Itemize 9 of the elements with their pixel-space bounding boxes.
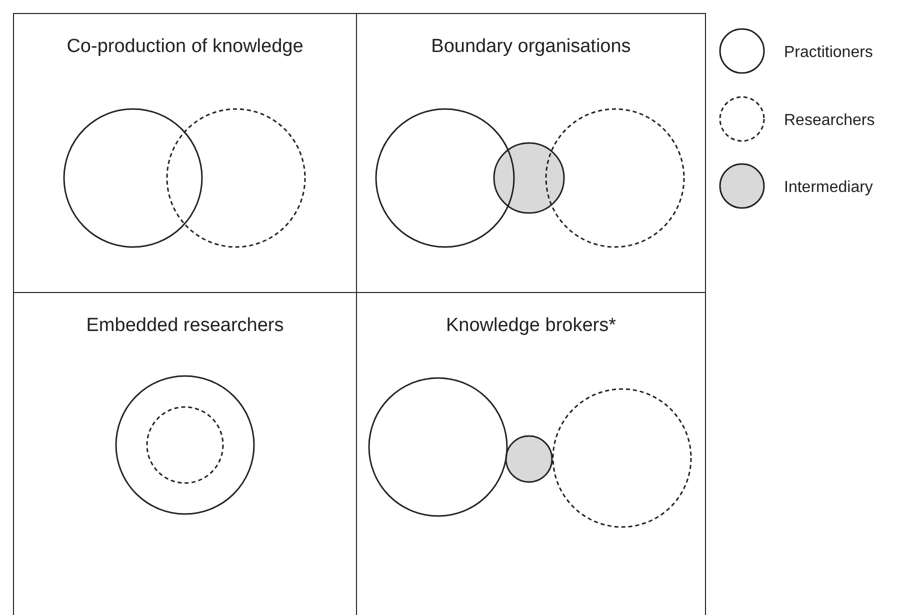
panel: [356, 13, 706, 293]
panel-title: Boundary organisations: [431, 36, 631, 57]
legend-label: Intermediary: [784, 178, 873, 198]
legend-label: Practitioners: [784, 43, 873, 63]
panel-title: Knowledge brokers*: [446, 315, 616, 336]
legend-label: Researchers: [784, 110, 875, 130]
panel: [13, 13, 357, 293]
panel-title: Co-production of knowledge: [66, 36, 304, 57]
panel-title: Embedded researchers: [86, 315, 284, 336]
